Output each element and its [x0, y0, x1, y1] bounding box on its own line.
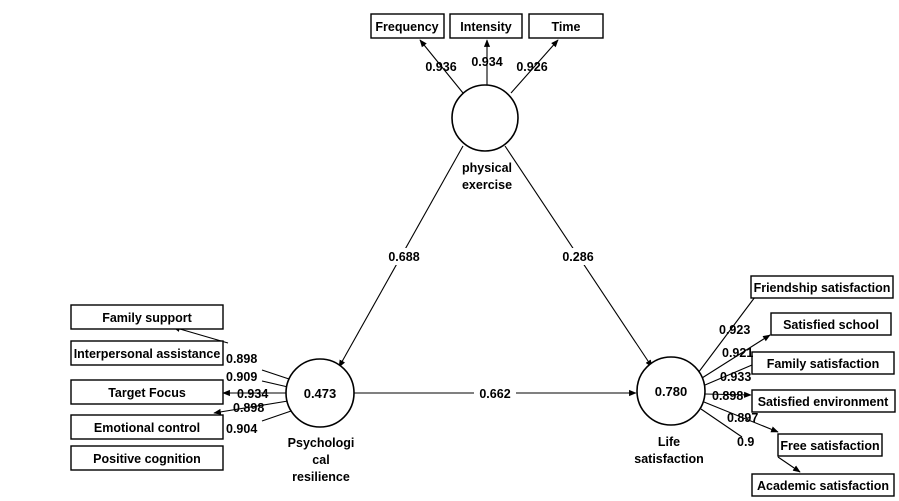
indicator-label: Family satisfaction — [767, 357, 880, 371]
indicator-label: Free satisfaction — [780, 439, 879, 453]
loading-friendship-satisfaction: 0.923 — [719, 323, 750, 337]
indicator-time: Time — [528, 13, 604, 39]
loading-satisfied-environment: 0.898 — [712, 389, 743, 403]
loading-arrow-environment — [704, 391, 752, 398]
indicator-target-focus: Target Focus — [70, 379, 224, 405]
life-satisfaction-label-line1: Life — [658, 435, 680, 449]
physical-exercise-label-line2: exercise — [462, 178, 512, 192]
indicator-label: Satisfied environment — [758, 395, 889, 409]
indicator-frequency: Frequency — [370, 13, 445, 39]
psychological-resilience-label-line2: cal — [312, 453, 329, 467]
psychological-resilience-r2: 0.473 — [304, 386, 337, 401]
indicator-emotional-control: Emotional control — [70, 414, 224, 440]
loading-frequency: 0.936 — [425, 60, 456, 74]
psychological-resilience-label-line1: Psychologi — [288, 436, 355, 450]
loading-arrow-time — [510, 39, 559, 94]
indicator-intensity: Intensity — [449, 13, 523, 39]
path-coef-resilience-satisfaction: 0.662 — [479, 387, 510, 401]
psychological-resilience-node — [285, 358, 355, 428]
loading-arrow-free — [703, 401, 779, 433]
path-coef-exercise-satisfaction: 0.286 — [562, 250, 593, 264]
loading-free-satisfaction: 0.897 — [727, 411, 758, 425]
life-satisfaction-r2: 0.780 — [655, 384, 688, 399]
path-coef-exercise-resilience: 0.688 — [388, 250, 419, 264]
loading-line-interpersonal — [261, 369, 293, 381]
loading-satisfied-school: 0.921 — [722, 346, 753, 360]
indicator-label: Frequency — [375, 20, 438, 34]
indicator-label: Positive cognition — [93, 452, 201, 466]
loading-arrow-emotional-control — [213, 400, 289, 415]
loading-target-focus: 0.934 — [237, 387, 268, 401]
loading-line-academic-a — [700, 408, 743, 438]
physical-exercise-node — [451, 84, 519, 152]
loading-intensity: 0.934 — [471, 55, 502, 69]
indicator-label: Family support — [102, 311, 192, 325]
indicator-label: Friendship satisfaction — [754, 281, 891, 295]
loading-arrow-school — [701, 334, 771, 379]
life-satisfaction-node — [636, 356, 706, 426]
indicator-label: Interpersonal assistance — [74, 347, 221, 361]
loading-emotional-control: 0.898 — [233, 401, 264, 415]
indicator-label: Academic satisfaction — [757, 479, 889, 493]
loading-line-family-support — [261, 380, 289, 388]
indicator-family-support: Family support — [70, 304, 224, 330]
loading-family-support: 0.898 — [226, 352, 257, 366]
indicator-satisfied-environment: Satisfied environment — [751, 389, 896, 413]
loading-arrow-frequency — [419, 39, 464, 94]
psychological-resilience-label-line3: resilience — [292, 470, 350, 484]
loading-academic-satisfaction: 0.9 — [737, 435, 754, 449]
loading-interpersonal-assistance: 0.909 — [226, 370, 257, 384]
indicator-satisfied-school: Satisfied school — [770, 312, 892, 336]
loading-line-positive-cognition — [261, 409, 295, 422]
indicator-label: Time — [552, 20, 581, 34]
loading-arrow-academic — [777, 456, 801, 473]
loading-line-family-satisfaction — [704, 364, 753, 386]
loading-line-friendship — [697, 296, 756, 374]
indicator-academic-satisfaction: Academic satisfaction — [751, 473, 895, 497]
indicator-label: Intensity — [460, 20, 511, 34]
indicator-friendship-satisfaction: Friendship satisfaction — [750, 275, 894, 299]
indicator-positive-cognition: Positive cognition — [70, 445, 224, 471]
indicator-interpersonal-assistance: Interpersonal assistance — [70, 340, 224, 366]
loading-family-satisfaction: 0.933 — [720, 370, 751, 384]
physical-exercise-label-line1: physical — [462, 161, 512, 175]
indicator-label: Target Focus — [108, 386, 186, 400]
loading-positive-cognition: 0.904 — [226, 422, 257, 436]
life-satisfaction-label-line2: satisfaction — [634, 452, 703, 466]
indicator-family-satisfaction: Family satisfaction — [751, 351, 895, 375]
indicator-free-satisfaction: Free satisfaction — [777, 433, 883, 457]
indicator-label: Satisfied school — [783, 318, 879, 332]
loading-time: 0.926 — [516, 60, 547, 74]
indicator-label: Emotional control — [94, 421, 200, 435]
